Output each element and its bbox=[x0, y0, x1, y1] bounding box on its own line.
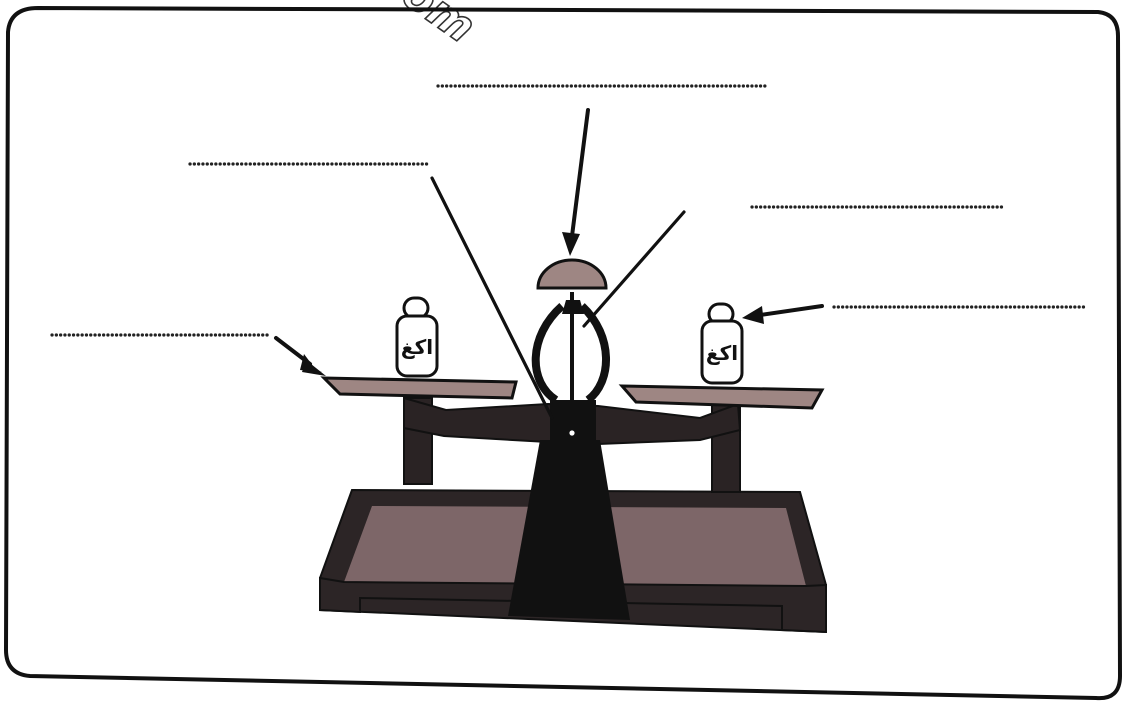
left-weight bbox=[395, 296, 439, 378]
frame-border bbox=[3, 5, 1123, 701]
arrow-to-left-pan bbox=[274, 336, 326, 376]
right-weight-label: اكغ bbox=[706, 341, 738, 365]
right-pan bbox=[618, 384, 825, 410]
right-weight bbox=[700, 302, 744, 385]
leader-line-to-beam bbox=[430, 176, 554, 420]
arrow-to-dial bbox=[562, 108, 590, 256]
arrow-to-right-weight bbox=[742, 304, 824, 324]
left-weight-label: اكغ bbox=[401, 335, 433, 359]
left-pan bbox=[320, 376, 518, 400]
pointer-stand bbox=[531, 292, 610, 404]
leader-line-to-pointer bbox=[582, 210, 686, 328]
dial-scale bbox=[536, 258, 608, 290]
central-pillar bbox=[508, 440, 630, 620]
